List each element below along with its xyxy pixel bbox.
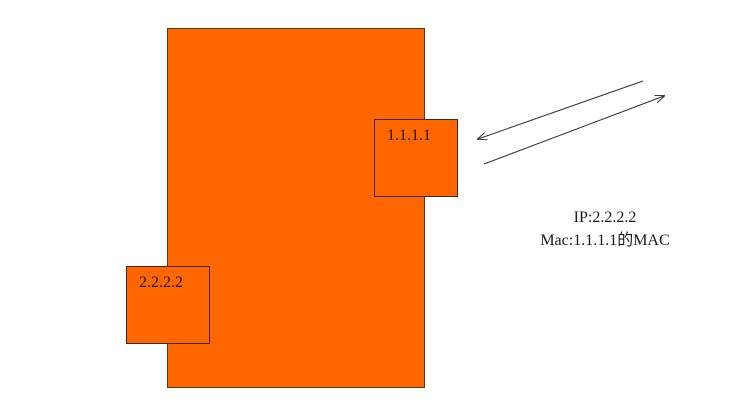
packet-info: IP:2.2.2.2 Mac:1.1.1.1的MAC [505, 206, 705, 252]
port-right-label: 1.1.1.1 [387, 127, 431, 144]
device-body [167, 28, 425, 388]
port-2-2-2-2: 2.2.2.2 [126, 266, 210, 344]
packet-mac-text: Mac:1.1.1.1的MAC [540, 232, 670, 249]
port-1-1-1-1: 1.1.1.1 [374, 119, 458, 197]
port-left-label: 2.2.2.2 [139, 274, 183, 291]
arrow-incoming [478, 80, 644, 139]
arrow-outgoing [483, 96, 664, 165]
packet-ip-text: IP:2.2.2.2 [573, 209, 637, 226]
